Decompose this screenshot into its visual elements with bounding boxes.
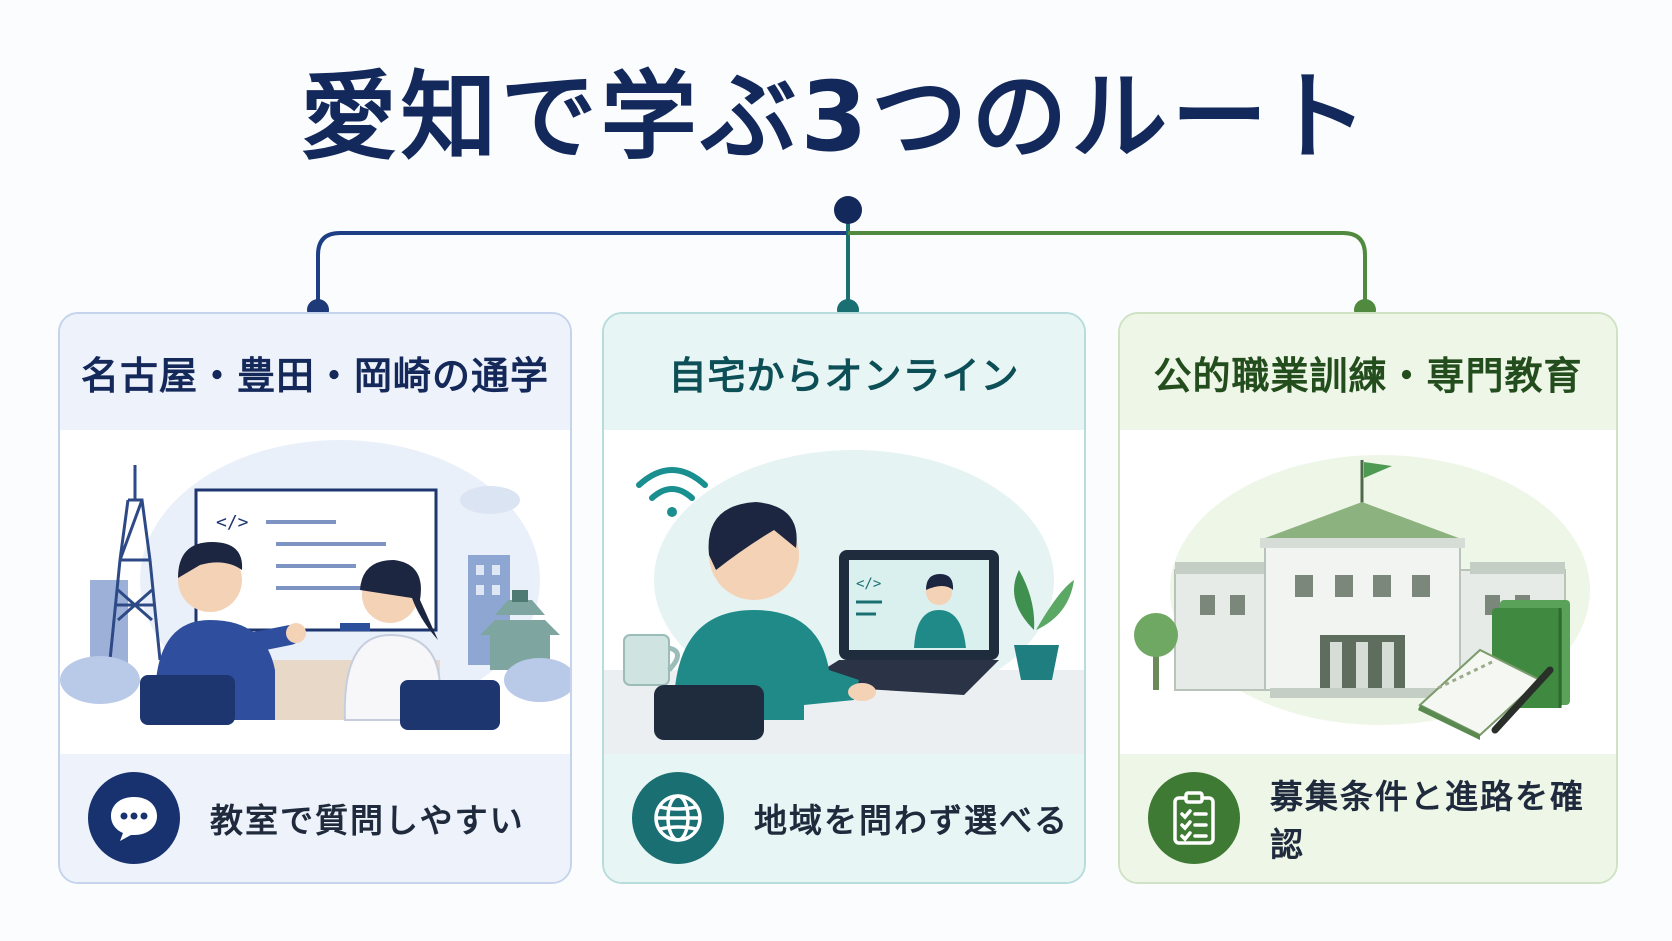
route-footer: 募集条件と進路を確認	[1120, 754, 1616, 882]
student-boy	[140, 542, 306, 725]
school-building-icon	[1174, 502, 1566, 698]
student-girl	[343, 560, 500, 730]
tv-tower-icon	[108, 465, 162, 661]
route-heading: 自宅からオンライン	[604, 314, 1084, 430]
clipboard-checklist-icon	[1148, 772, 1240, 864]
mug-icon	[623, 634, 680, 686]
svg-text:</>: </>	[856, 576, 881, 592]
hub-node	[834, 196, 862, 224]
connector-right	[848, 231, 1367, 310]
pen-icon	[1491, 666, 1554, 734]
online-learning-illustration: </>	[604, 430, 1084, 756]
plant-icon	[1014, 570, 1074, 680]
tree-icon	[1134, 613, 1178, 690]
laptop-icon: </>	[799, 550, 999, 695]
route-heading: 公的職業訓練・専門教育	[1120, 314, 1616, 430]
route-heading: 名古屋・豊田・岡崎の通学	[60, 314, 570, 430]
route-caption: 地域を問わず選べる	[754, 801, 1069, 840]
page-title: 愛知で学ぶ3つのルート	[300, 61, 1372, 173]
student-online	[654, 502, 876, 740]
route-footer: 教室で質問しやすい	[60, 754, 570, 882]
chat-bubble-icon	[88, 772, 180, 864]
route-card-vocational: 公的職業訓練・専門教育	[1118, 312, 1618, 884]
wifi-icon	[636, 467, 708, 517]
route-card-online: 自宅からオンライン </>	[602, 312, 1086, 884]
classroom-illustration: </>	[60, 430, 570, 756]
svg-text:</>: </>	[216, 512, 249, 533]
flag-icon	[1360, 460, 1392, 505]
route-caption: 教室で質問しやすい	[210, 801, 525, 840]
route-caption: 募集条件と進路を確認	[1270, 777, 1585, 864]
school-building-illustration	[1120, 430, 1616, 756]
globe-icon	[632, 772, 724, 864]
route-card-commute: 名古屋・豊田・岡崎の通学 </>	[58, 312, 572, 884]
route-footer: 地域を問わず選べる	[604, 754, 1084, 882]
connector-left	[316, 231, 848, 310]
